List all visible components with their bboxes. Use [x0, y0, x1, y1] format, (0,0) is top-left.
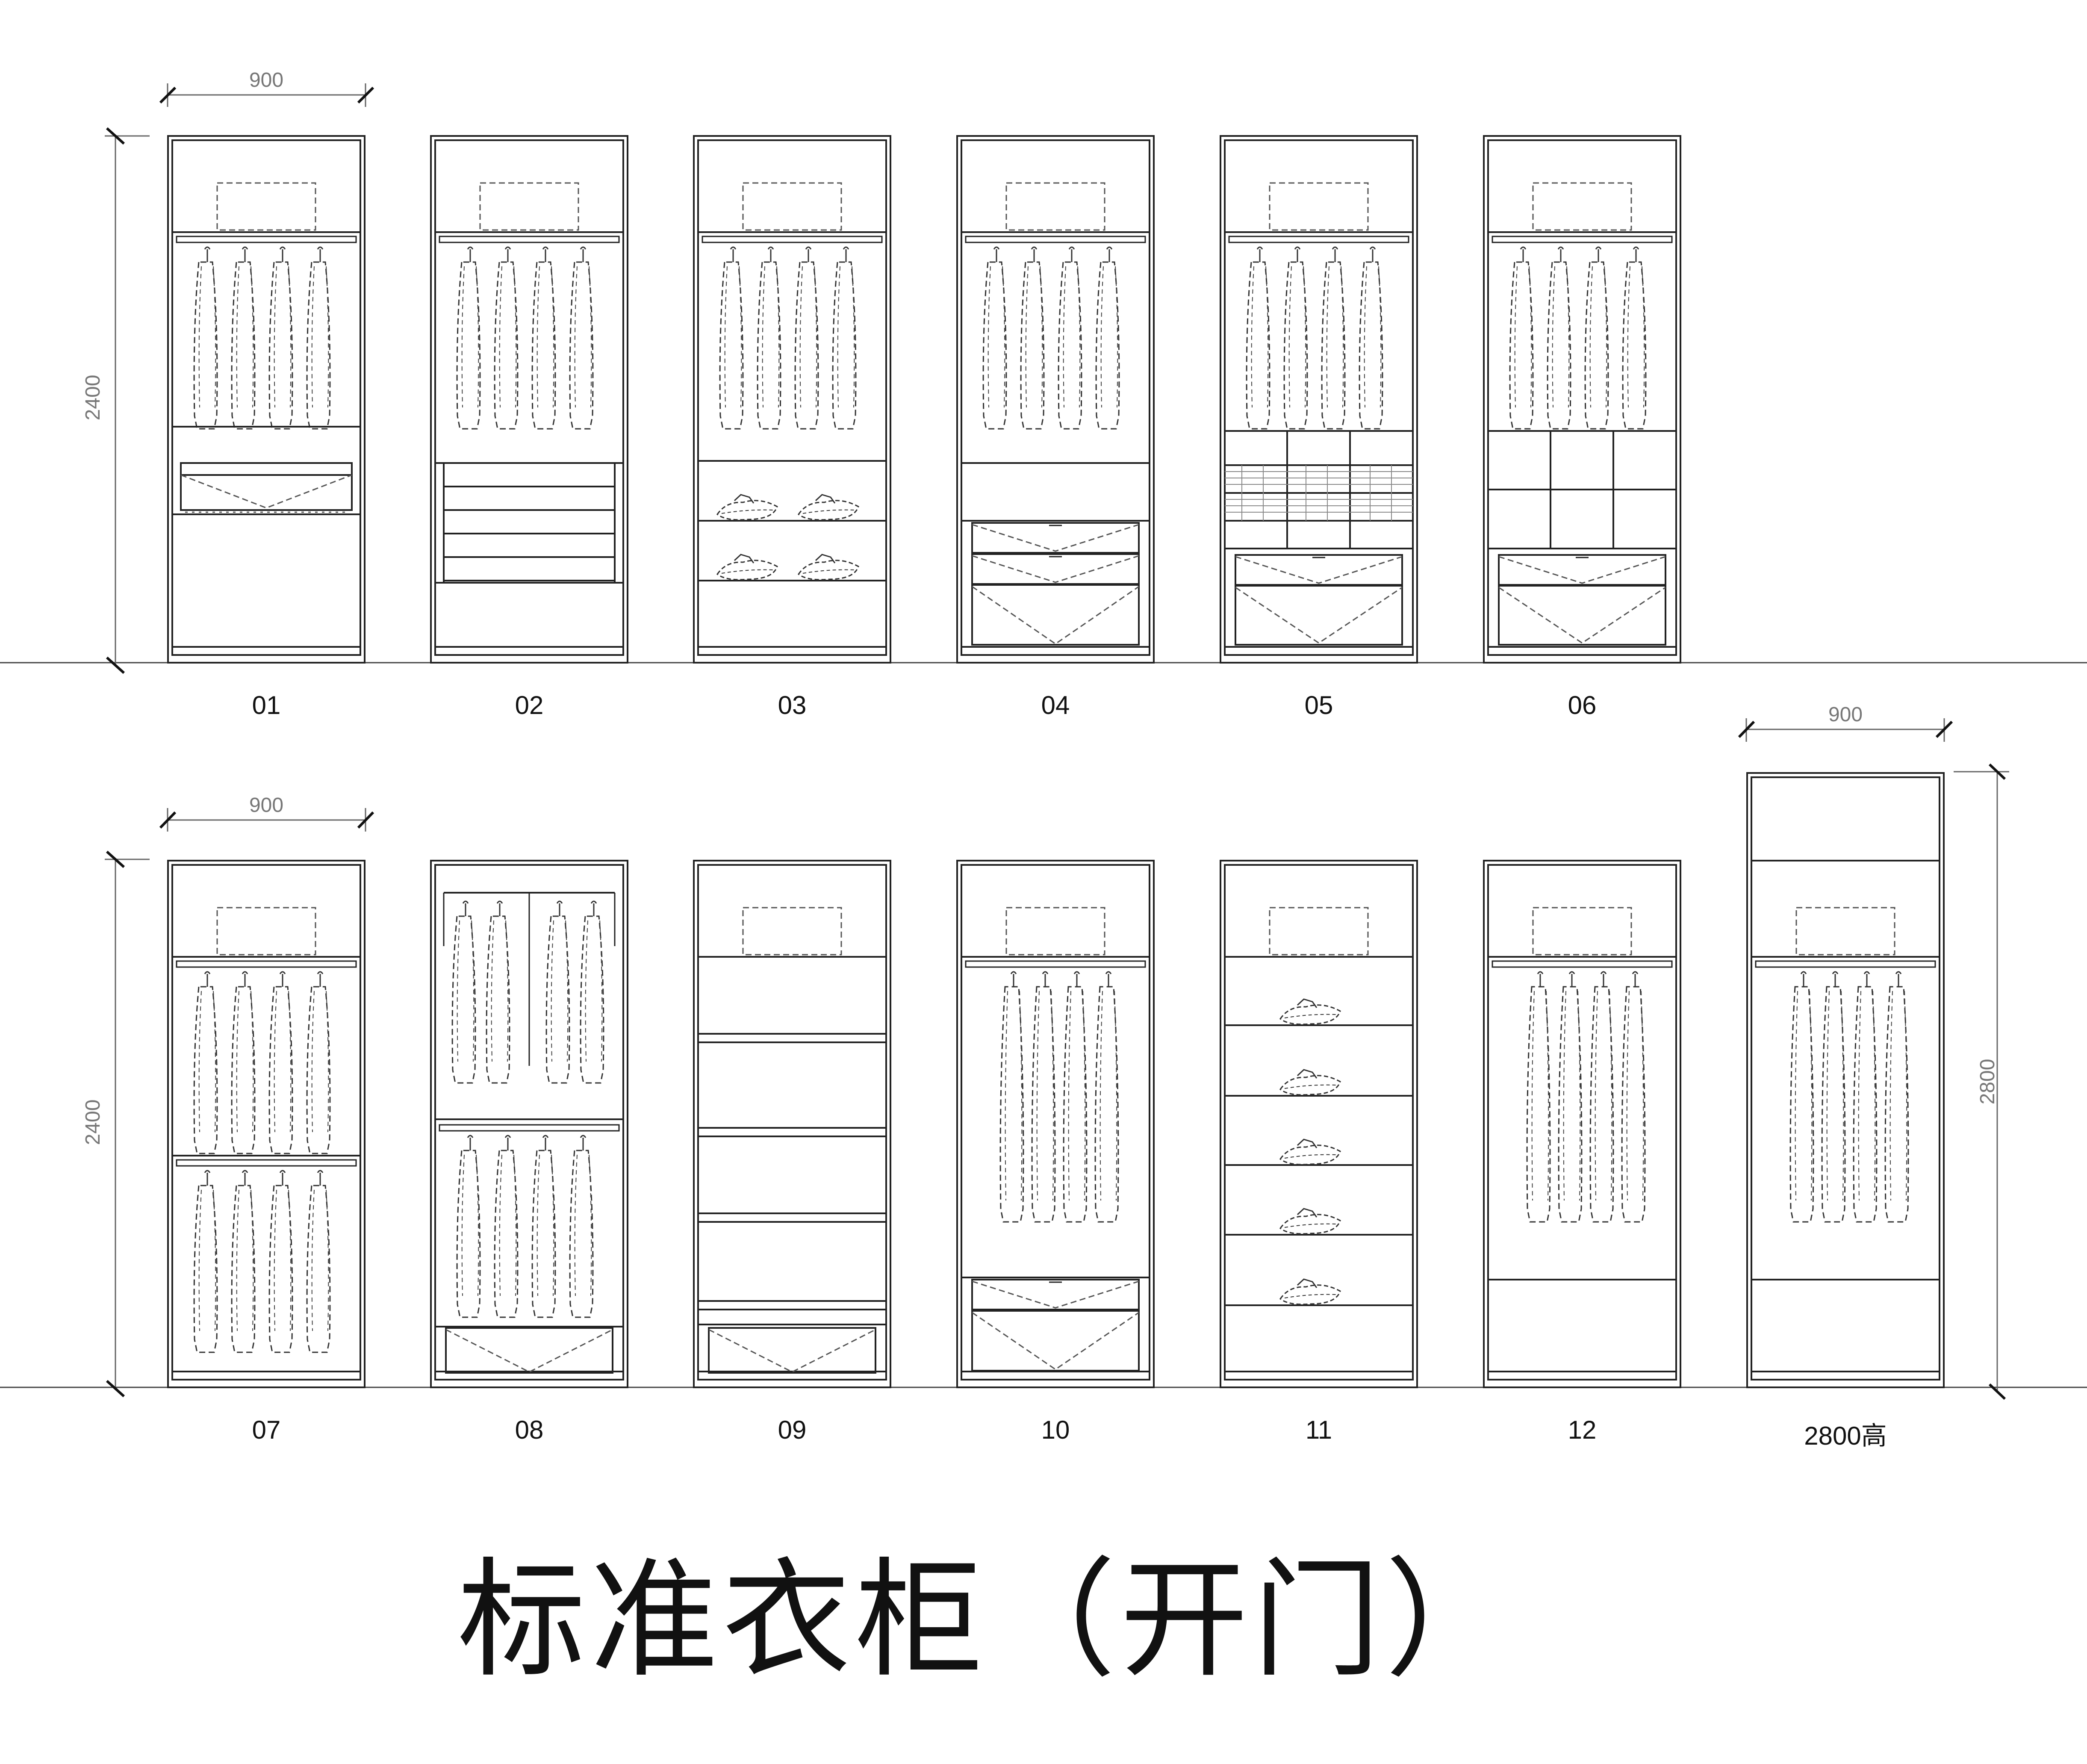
cabinet-label-11: 11: [1305, 1416, 1332, 1444]
cabinet-04: [956, 135, 1155, 664]
dimension-width-row1: [159, 83, 374, 107]
cabinet-label-01: 01: [252, 691, 281, 720]
dimension-height-row2: [105, 850, 150, 1398]
cabinet-09: [693, 860, 891, 1388]
dimension-900-row2: 900: [249, 794, 284, 817]
cabinet-label-02: 02: [515, 691, 544, 720]
dimension-width-2800: [1738, 718, 1953, 742]
cabinet-07: [167, 860, 366, 1388]
cabinet-05: [1220, 135, 1418, 664]
cabinet-11: [1220, 860, 1418, 1388]
cabinet-label-04: 04: [1041, 691, 1070, 720]
cabinet-02: [430, 135, 628, 664]
cabinet-06: [1483, 135, 1681, 664]
dimension-height-2800: [1954, 763, 2009, 1400]
cabinet-label-2800: 2800高: [1804, 1422, 1887, 1450]
page-title: 标准衣柜（开门）: [457, 1546, 1518, 1695]
dimension-900-2800: 900: [1828, 703, 1863, 726]
dimension-2400-row1: 2400: [82, 375, 104, 421]
cabinet-label-09: 09: [778, 1416, 807, 1444]
cabinet-12: [1483, 860, 1681, 1388]
dimension-2800-height: 2800: [1976, 1059, 1999, 1105]
cabinet-03: [693, 135, 891, 664]
cabinet-label-10: 10: [1041, 1416, 1070, 1444]
dimension-height-row1: [105, 127, 150, 674]
cabinet-label-08: 08: [515, 1416, 544, 1444]
cabinet-01: [167, 135, 366, 664]
cabinet-label-03: 03: [778, 691, 807, 720]
cabinet-10: [956, 860, 1155, 1388]
cabinet-08: [430, 860, 628, 1388]
cabinet-2800: [1746, 772, 1945, 1388]
cabinet-label-05: 05: [1304, 691, 1333, 720]
cabinet-label-12: 12: [1568, 1416, 1597, 1444]
cabinet-label-07: 07: [252, 1416, 281, 1444]
dimension-900-row1: 900: [249, 69, 284, 91]
cabinet-label-06: 06: [1568, 691, 1597, 720]
dimension-width-row2: [159, 808, 374, 832]
dimension-2400-row2: 2400: [82, 1099, 104, 1145]
